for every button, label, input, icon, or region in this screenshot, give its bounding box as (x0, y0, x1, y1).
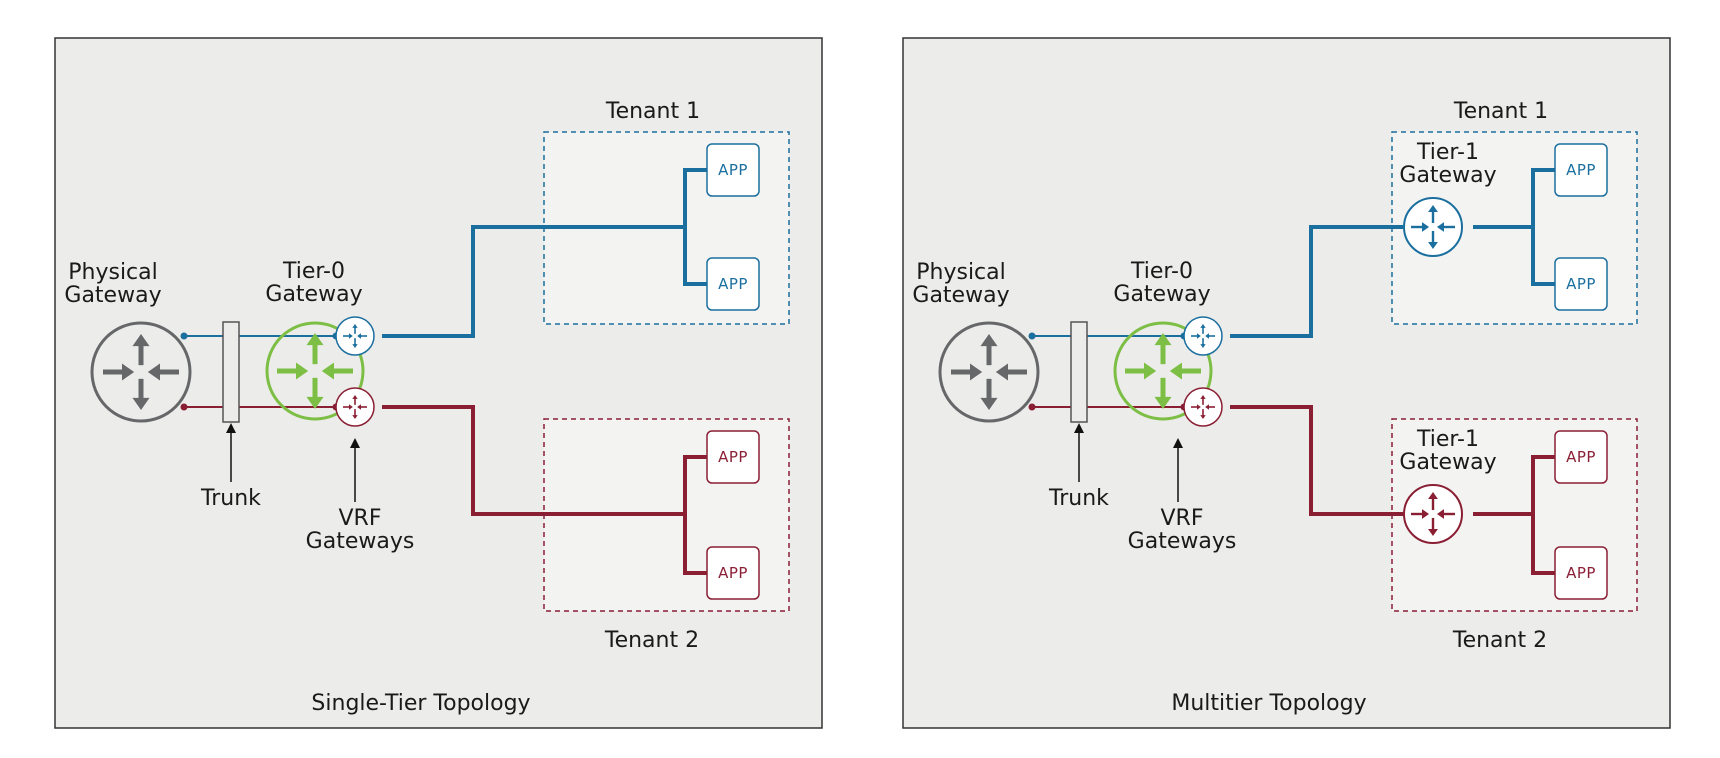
arrow-up-icon (350, 438, 360, 448)
tier1-gateway-red-icon (1403, 484, 1463, 544)
app-box-frame (706, 257, 760, 311)
app-box-frame (706, 546, 760, 600)
tenant-2-link (382, 405, 685, 516)
tenant-1-label: Tenant 1 (1453, 99, 1548, 124)
app-box-frame (1554, 430, 1608, 484)
app-box: APP (706, 257, 760, 311)
panel-caption: Single-Tier Topology (311, 691, 530, 716)
router-arrows-icon (103, 334, 179, 410)
arrow-up-icon (226, 423, 236, 433)
tenant-1-app-bus (1531, 168, 1555, 286)
physical-gateway-icon (90, 321, 192, 423)
router-arrows-icon (1411, 492, 1455, 536)
app-box-frame (1554, 546, 1608, 600)
tenant-1-app-bus (683, 168, 707, 286)
app-box: APP (1554, 143, 1608, 197)
vrf-gateway-red-icon (1183, 387, 1223, 427)
app-box-frame (1554, 143, 1608, 197)
app-label: APP (1566, 161, 1596, 179)
tenant-1-label: Tenant 1 (605, 99, 700, 124)
vrf-gateway-blue-icon (335, 316, 375, 356)
tenant-2-app-bus (1531, 455, 1555, 575)
app-label: APP (718, 448, 748, 466)
trunk-link-dot (180, 332, 188, 340)
tenant-1-link (382, 225, 685, 338)
tenant-2-link (1230, 405, 1403, 516)
trunk-link-dot (1028, 403, 1036, 411)
tenant-1-link (1230, 225, 1403, 338)
vrf-gateway-blue-icon (1183, 316, 1223, 356)
app-label: APP (718, 275, 748, 293)
trunk-label: Trunk (200, 486, 261, 511)
tier0-gateway-icon (265, 321, 365, 421)
app-box: APP (706, 430, 760, 484)
app-box: APP (1554, 257, 1608, 311)
app-box: APP (1554, 546, 1608, 600)
tier1-gateway-blue-icon (1403, 197, 1463, 257)
arrow-up-icon (1074, 423, 1084, 433)
trunk-box (222, 321, 240, 423)
trunk-link-dot (1028, 332, 1036, 340)
tenant-2-app-bus (683, 455, 707, 575)
app-label: APP (1566, 564, 1596, 582)
tenant-2-label: Tenant 2 (1452, 628, 1547, 653)
router-arrows-icon (1411, 205, 1455, 249)
trunk-box (1070, 321, 1088, 423)
app-box-frame (1554, 257, 1608, 311)
router-arrows-icon (277, 333, 353, 409)
app-label: APP (718, 564, 748, 582)
tier0-gateway-icon (1113, 321, 1213, 421)
app-box-frame (706, 143, 760, 197)
app-label: APP (718, 161, 748, 179)
router-arrows-icon (343, 324, 367, 348)
app-box: APP (706, 143, 760, 197)
router-arrows-icon (951, 334, 1027, 410)
trunk-label: Trunk (1048, 486, 1109, 511)
physical-gateway-icon (938, 321, 1040, 423)
app-label: APP (1566, 448, 1596, 466)
router-arrows-icon (343, 395, 367, 419)
trunk-link-dot (180, 403, 188, 411)
arrow-up-icon (1173, 438, 1183, 448)
router-arrows-icon (1191, 395, 1215, 419)
app-label: APP (1566, 275, 1596, 293)
app-box: APP (706, 546, 760, 600)
panel-caption: Multitier Topology (1171, 691, 1366, 716)
app-box-frame (706, 430, 760, 484)
router-arrows-icon (1125, 333, 1201, 409)
vrf-gateway-red-icon (335, 387, 375, 427)
router-arrows-icon (1191, 324, 1215, 348)
tenant-2-label: Tenant 2 (604, 628, 699, 653)
app-box: APP (1554, 430, 1608, 484)
